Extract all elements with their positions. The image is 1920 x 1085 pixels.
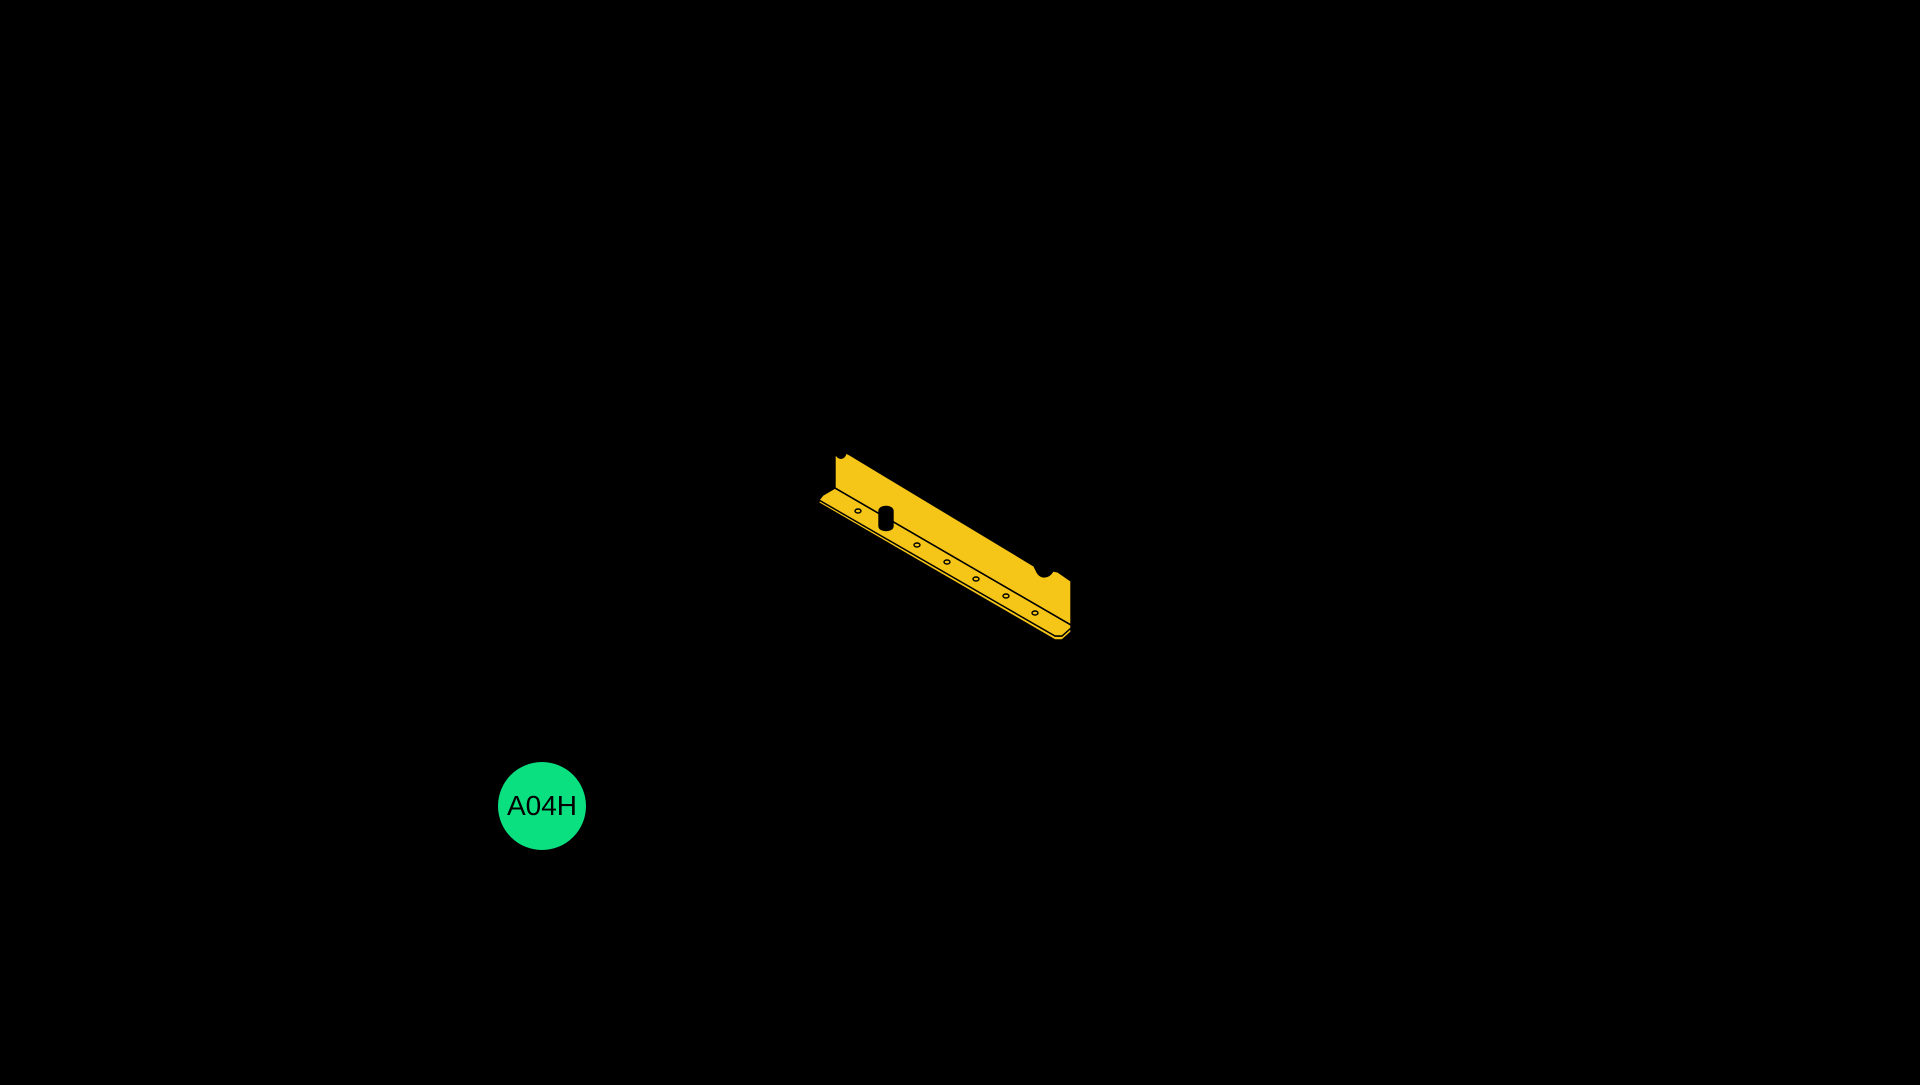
fold-line (834, 487, 1072, 626)
slot-hole (878, 505, 894, 532)
part-label-badge: A04H (498, 762, 586, 850)
mounting-hole (913, 542, 921, 548)
part-label-text: A04H (506, 790, 578, 821)
upright-wall (834, 452, 1072, 626)
mounting-hole (972, 576, 980, 582)
mounting-hole (1002, 593, 1010, 599)
mounting-hole (854, 508, 862, 514)
mounting-holes (854, 508, 1039, 616)
bracket-part (818, 452, 1072, 641)
mounting-hole (1031, 610, 1039, 616)
mounting-hole (943, 559, 951, 565)
